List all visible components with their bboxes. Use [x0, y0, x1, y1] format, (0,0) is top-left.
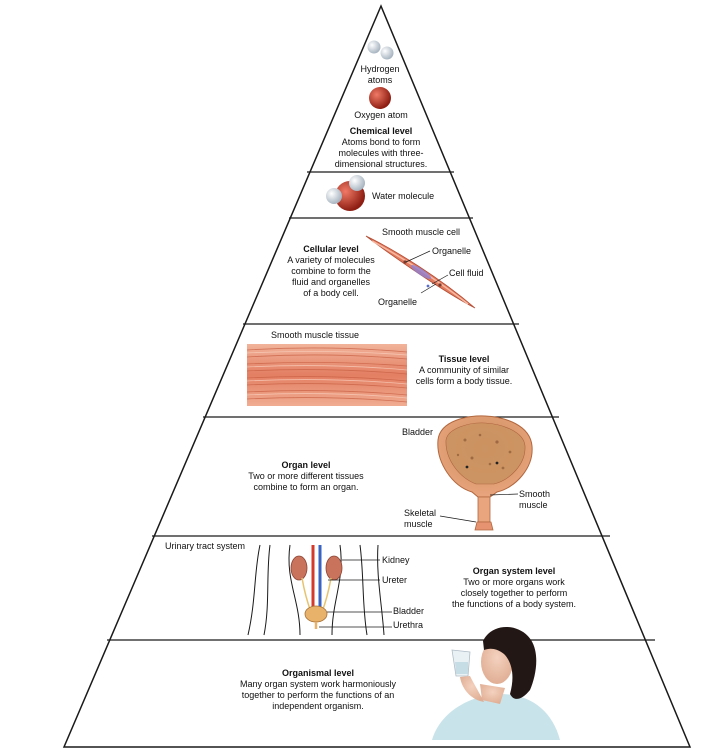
bladder-organ-icon [437, 415, 533, 531]
chemical-level-description: Atoms bond to form molecules with three-… [334, 137, 428, 169]
pyramid-outline [62, 4, 692, 748]
cell-fluid-label: Cell fluid [449, 268, 484, 278]
smooth-muscle-cell-label: Smooth muscle cell [382, 227, 461, 237]
urinary-tract-system-label: Urinary tract system [165, 541, 246, 551]
skeletal-muscle-leader [439, 515, 477, 523]
skeletal-muscle-label: Skeletal muscle [404, 508, 437, 529]
smooth-muscle-leader [489, 493, 519, 496]
cellular-level-title: Cellular level [303, 244, 359, 254]
organ-system-level-title: Organ system level [472, 566, 556, 576]
smooth-muscle-label: Smooth muscle [519, 489, 551, 510]
water-molecule-icon [326, 175, 365, 211]
water-molecule-label: Water molecule [372, 191, 435, 201]
hydrogen-atoms-label: Hydrogen atoms [360, 64, 400, 85]
smooth-muscle-cell-icon [365, 235, 476, 309]
cellular-level-description: A variety of molecules combine to form t… [287, 255, 375, 298]
organ-level-title: Organ level [281, 460, 331, 470]
smooth-muscle-tissue-icon [246, 344, 408, 406]
bladder-organ-label: Bladder [402, 427, 434, 437]
organ-system-level-description: Two or more organs work closely together… [451, 577, 577, 609]
tissue-level-description: A community of similar cells form a body… [415, 365, 513, 386]
ureter-label: Ureter [382, 575, 408, 585]
smooth-muscle-tissue-label: Smooth muscle tissue [271, 330, 360, 340]
oxygen-atom-icon [369, 87, 391, 109]
oxygen-atom-label: Oxygen atom [354, 110, 408, 120]
organelle-top-leader [405, 250, 431, 263]
chemical-level-title: Chemical level [349, 126, 413, 136]
bladder-system-label: Bladder [393, 606, 425, 616]
organelle-bottom-label: Organelle [378, 297, 418, 307]
organismal-level-title: Organismal level [281, 668, 355, 678]
urinary-tract-body-outline [247, 544, 385, 636]
woman-drinking-icon [432, 627, 560, 740]
urethra-label: Urethra [393, 620, 424, 630]
organismal-level-description: Many organ system work harmoniously toge… [239, 679, 397, 711]
urinary-leaders [319, 559, 392, 628]
urinary-organs-icon [290, 545, 343, 629]
organelle-bottom-leader [420, 283, 437, 294]
hydrogen-atoms-icon [367, 40, 394, 60]
organ-level-description: Two or more different tissues combine to… [248, 471, 364, 492]
cell-fluid-leader [431, 274, 449, 285]
kidney-label: Kidney [382, 555, 410, 565]
tissue-level-title: Tissue level [438, 354, 490, 364]
organelle-top-label: Organelle [432, 246, 472, 256]
